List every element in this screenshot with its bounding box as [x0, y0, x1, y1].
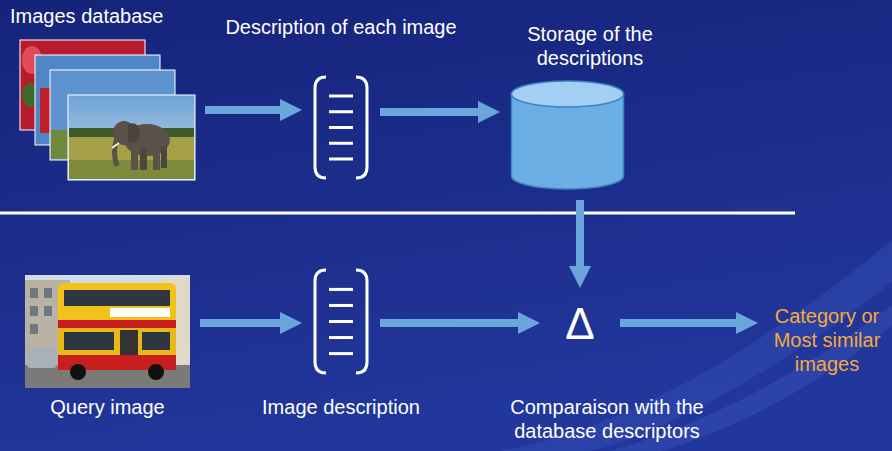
flow-arrow — [205, 106, 280, 114]
node-text: Category or Most similar images — [771, 304, 883, 376]
node-label: Comparaison with the database descriptor… — [487, 395, 727, 443]
description-line — [329, 95, 353, 98]
node-label: Storage of the descriptions — [515, 22, 665, 70]
swoosh — [500, 240, 892, 451]
diagram-node: Category or Most similar images — [768, 301, 886, 379]
description-icon: Image description — [312, 268, 370, 375]
description-line — [329, 288, 353, 291]
description-line — [329, 320, 353, 323]
flow-arrow — [380, 108, 478, 116]
description-line — [329, 352, 353, 355]
description-line — [329, 110, 353, 113]
diagram-node: Query image — [25, 275, 190, 388]
flow-arrow — [200, 319, 280, 327]
node-label: Images database — [10, 4, 163, 28]
cylinder-shape — [510, 80, 625, 190]
separator-line — [0, 212, 795, 215]
description-line — [329, 336, 353, 339]
bracket-right — [356, 270, 367, 373]
bracket-left — [315, 77, 326, 178]
description-line — [329, 158, 353, 161]
diagram-node: Images database — [20, 40, 195, 180]
bracket-shape — [312, 268, 370, 375]
description-icon: Description of each image — [312, 75, 370, 180]
bracket-left — [315, 270, 326, 373]
bracket-shape — [312, 75, 370, 180]
node-label: Image description — [241, 395, 441, 419]
flow-arrow — [576, 200, 584, 266]
diagram-node: ΔComparaison with the database descripto… — [550, 298, 610, 350]
node-label: Description of each image — [211, 15, 471, 39]
bus-photo — [25, 275, 190, 388]
flow-arrow — [620, 319, 736, 327]
cylinder-top — [512, 81, 624, 107]
storage-cylinder: Storage of the descriptions — [510, 80, 625, 190]
description-line — [329, 126, 353, 129]
bracket-right — [356, 77, 367, 178]
delta-symbol: Δ — [550, 298, 610, 350]
node-label: Query image — [25, 395, 190, 419]
image-stack — [20, 40, 195, 180]
flow-arrow — [380, 319, 518, 327]
description-line — [329, 142, 353, 145]
description-line — [329, 304, 353, 307]
